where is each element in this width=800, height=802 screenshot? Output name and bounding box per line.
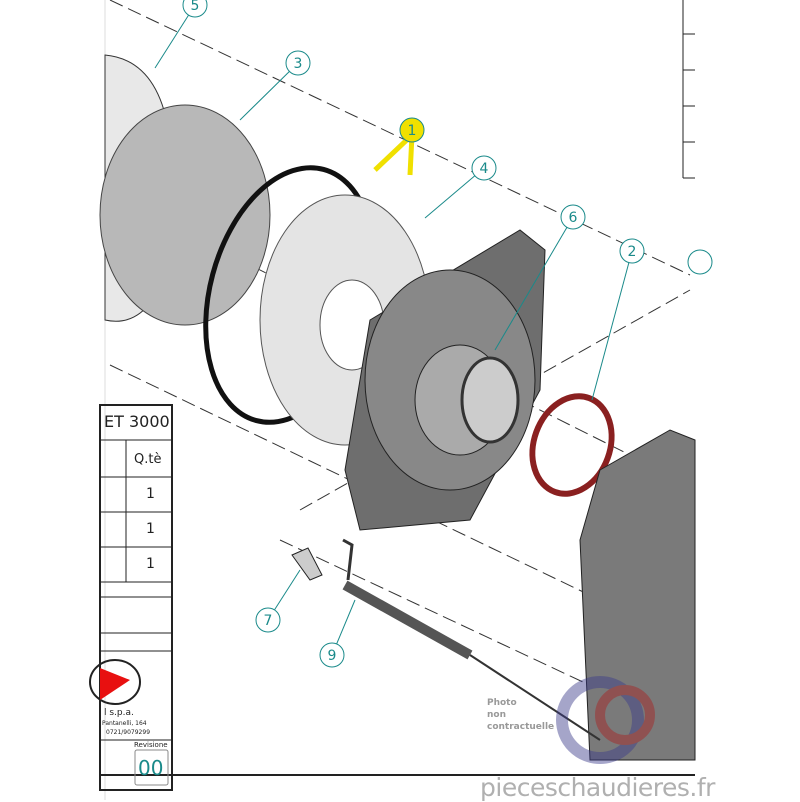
part-9-electrode bbox=[342, 538, 601, 741]
watermark-logo bbox=[556, 676, 655, 764]
site-watermark: pieceschaudieres.fr bbox=[480, 773, 715, 802]
callouts bbox=[154, 0, 713, 668]
qty-1: 1 bbox=[146, 486, 155, 502]
photo-disclaimer: Photo non contractuelle bbox=[487, 697, 554, 733]
callout-3: 3 bbox=[294, 56, 303, 72]
callout-4: 4 bbox=[480, 161, 489, 177]
photo-note-1: Photo bbox=[487, 698, 517, 708]
qty-header: Q.tè bbox=[134, 452, 162, 467]
company-logo bbox=[100, 668, 130, 700]
callout-7: 7 bbox=[264, 613, 273, 629]
revision-value: 00 bbox=[138, 756, 164, 780]
callout-1: 1 bbox=[408, 123, 417, 139]
title-block-right bbox=[682, 0, 695, 179]
part-6-flange bbox=[344, 229, 546, 531]
photo-note-2: non bbox=[487, 710, 506, 720]
title-block-left bbox=[89, 404, 173, 791]
company-phone: 0721/9079299 bbox=[106, 729, 151, 736]
company-address: Pantanelli, 164 bbox=[102, 720, 147, 727]
callout-9: 9 bbox=[328, 648, 337, 664]
back-cover bbox=[579, 429, 696, 761]
revision-label: Revisione bbox=[134, 741, 168, 749]
part-7-gasket bbox=[291, 547, 323, 581]
part-2-gasket bbox=[529, 393, 615, 497]
part-3-disc bbox=[99, 104, 271, 326]
callout-5: 5 bbox=[191, 0, 200, 14]
model-label: ET 3000 bbox=[104, 412, 170, 431]
qty-3: 1 bbox=[146, 556, 155, 572]
qty-2: 1 bbox=[146, 521, 155, 537]
callout-labels: 5 3 1 4 6 2 7 9 bbox=[191, 0, 637, 664]
company-name: l s.p.a. bbox=[104, 708, 134, 718]
photo-note-3: contractuelle bbox=[487, 722, 555, 732]
callout-2: 2 bbox=[628, 244, 637, 260]
callout-6: 6 bbox=[569, 210, 578, 226]
